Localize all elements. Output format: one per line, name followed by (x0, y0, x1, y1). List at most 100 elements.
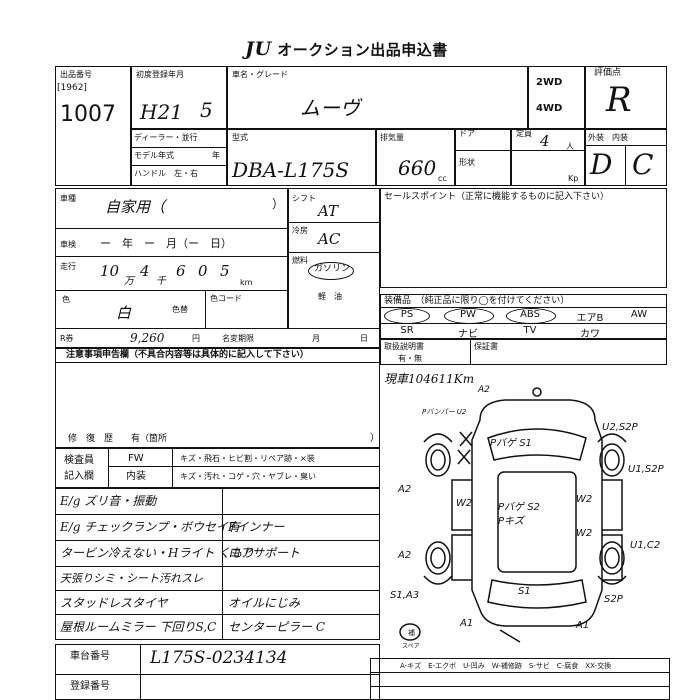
mileage-digit: 6 (176, 262, 186, 280)
color-label: 色 (62, 295, 70, 304)
fuel-label: 燃料 (292, 256, 308, 265)
remarks-frame (55, 488, 380, 640)
manual-value: 有・無 (398, 354, 422, 363)
remark-right: ロアサポート (228, 546, 301, 560)
equipment-frame (380, 294, 667, 339)
recycle-value: 9,260 (130, 331, 165, 345)
dmg-label: A2 (477, 385, 490, 395)
dmg-label: S1 (518, 586, 531, 597)
capacity-value: 4 (540, 132, 550, 150)
fuel-value: ガソリン (314, 264, 351, 274)
4wd: 4WD (536, 103, 563, 114)
real-mileage: 現車104611Km (384, 372, 475, 386)
recycle-unit: 円 (192, 334, 200, 343)
rating-label: 評価点 (594, 68, 622, 78)
first-reg-month: 5 (200, 98, 213, 122)
inspector-frame (55, 448, 380, 488)
sales-point-frame (380, 188, 667, 288)
dmg-label: W2 (576, 528, 592, 539)
equip-ps-circle (384, 308, 430, 324)
dmg-label: S2P (604, 594, 624, 605)
lot-sub: [1962] (57, 83, 87, 93)
dmg-label: A2 (397, 550, 411, 561)
repair-history-close: ） (370, 433, 380, 444)
remark-left: スタッドレスタイヤ (60, 596, 168, 610)
remark-left: 天張りシミ・シート汚れスレ (60, 572, 203, 585)
type-label: 型式 (232, 133, 248, 142)
capacity-label: 定員 (516, 129, 532, 138)
shape-label: 形状 (459, 158, 475, 167)
dmg-label: U1,S2P (628, 464, 665, 475)
rating-value: R (606, 80, 632, 120)
notes-label: 注意事項申告欄（不具合内容等は具体的に記入して下さい） (66, 350, 309, 360)
spare-label: スペア (402, 643, 420, 650)
title-text: オークション出品申込書 (277, 41, 448, 59)
2wd: 2WD (536, 77, 563, 88)
lot-label: 出品番号 (60, 70, 92, 79)
equip-sr: SR (400, 325, 414, 336)
notes-frame (55, 348, 380, 448)
mileage-digit: 4 (140, 262, 150, 280)
ext-int-label: 外装 内装 (588, 133, 628, 142)
equip-aw: AW (630, 309, 648, 320)
first-reg-era: H21 (140, 100, 183, 124)
int-value: C (632, 148, 654, 181)
inspection-value: ー 年 ー 月（ー 日） (100, 237, 232, 250)
doors-label: ドア (459, 129, 475, 138)
repair-history: 修 復 歴 有（箇所 (68, 434, 168, 444)
dmg-label: W2 (456, 498, 472, 509)
dmg-label: S1,A3 (390, 590, 419, 601)
dmg-label: Pバゲ S1 (490, 437, 532, 449)
displacement-label: 排気量 (380, 133, 404, 142)
inspector-label-2: 記入欄 (64, 471, 94, 482)
color-num-label: 色替 (172, 305, 188, 314)
kp-unit: Kp (568, 174, 579, 183)
mileage-digit: 10 (100, 262, 120, 280)
dmg-label: A2 (397, 484, 411, 495)
inspection-label: 車検 (60, 240, 76, 249)
handle-label: ハンドル 左・右 (134, 169, 198, 178)
chassis-label: 車台番号 (70, 651, 110, 662)
model-label: 車名・グレード (232, 70, 288, 79)
info-frame (55, 188, 380, 348)
shift-value: AT (318, 202, 339, 220)
dmg-label: U2,S2P (602, 422, 639, 433)
dealer-label: ディーラー・並行 (134, 133, 198, 142)
model-year-unit: 年 (212, 151, 220, 160)
equip-leather: カワ (580, 329, 600, 340)
remark-left: E/g ズリ音・振動 (60, 494, 157, 508)
equip-navi: ナビ (458, 329, 478, 340)
form-title: JU オークション出品申込書 (245, 38, 448, 60)
mileage-digit: 0 (198, 262, 208, 280)
usage-close: ） (272, 197, 285, 211)
dmg-label: A1 (459, 618, 473, 629)
dmg-label: U1,C2 (630, 540, 660, 551)
remark-right: Fインナー (228, 520, 285, 534)
displacement-unit: cc (438, 174, 447, 183)
recycle-label: R券 (60, 334, 74, 343)
equip-tv: TV (523, 325, 537, 336)
legend-text: A-キズ E-エクボ U-凹み W-補修跡 S-サビ C-腐食 XX-交換 (400, 662, 612, 670)
color-code-label: 色コード (210, 294, 242, 303)
inspector-label-1: 検査員 (64, 455, 94, 466)
mileage-label: 走行 (60, 262, 76, 271)
mileage-digit: 5 (220, 262, 230, 280)
ac-label: 冷房 (292, 226, 308, 235)
ext-value: D (590, 148, 613, 181)
mileage-unit: km (240, 278, 253, 287)
dmg-label: Pキズ (498, 515, 526, 527)
transfer-month: 月 (312, 334, 320, 343)
warranty-label: 保証書 (474, 342, 498, 351)
ac-value: AC (318, 230, 341, 248)
first-reg-label: 初度登録年月 (136, 70, 184, 79)
remark-left: E/g チェックランプ・ボウセイ有 (60, 520, 240, 534)
type-value: DBA-L175S (232, 158, 350, 182)
usage-value: 自家用（ (105, 198, 166, 216)
remark-left: 屋根ルームミラー 下回りS,C (60, 620, 217, 634)
mileage-digit: 万 (124, 276, 134, 287)
dmg-label: Pバンパー U2 (422, 408, 467, 416)
car-damage-diagram: A2 Pバンパー U2 Pバゲ S1 U2,S2P A2 U1,S2P W2 P… (390, 385, 665, 650)
equip-abs-circle (506, 308, 556, 324)
manual-frame (380, 339, 667, 365)
lot-number: 1007 (60, 102, 116, 127)
